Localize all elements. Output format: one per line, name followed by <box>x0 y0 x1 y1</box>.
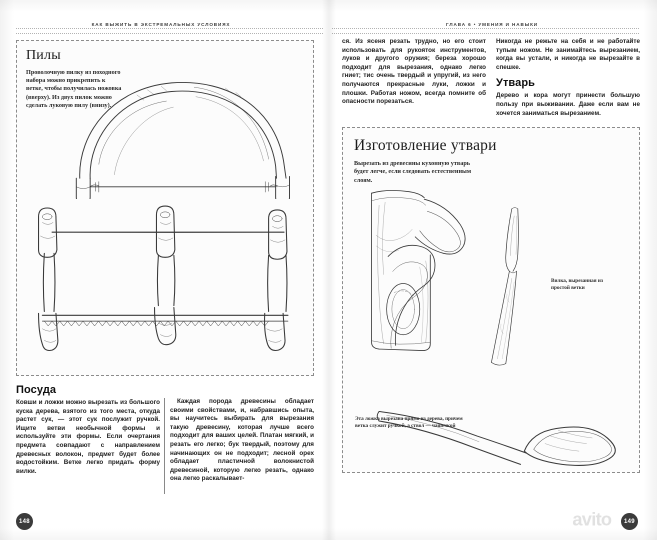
feature-box-utensils-title: Изготовление утвари <box>354 137 497 155</box>
right-page: ГЛАВА 6 • УМЕНИЯ И НАВЫКИ ся. Из ясеня р… <box>328 0 656 540</box>
caption-fork: Вилка, вырезанная из простой ветки <box>551 278 603 292</box>
right-column-2: Никогда не режьте на себя и не работайте… <box>496 38 640 118</box>
header-rule-bottom-right <box>332 33 640 34</box>
right-running-head: ГЛАВА 6 • УМЕНИЯ И НАВЫКИ <box>445 22 538 27</box>
feature-box-saws-text: Проволочную пилку из походного набора мо… <box>26 69 122 109</box>
carved-branch-illustration <box>371 190 466 352</box>
carved-fork-illustration <box>491 207 519 366</box>
feature-box-saws: Пилы Проволочную пилку из походного набо… <box>16 40 314 376</box>
right-column-2-text-2: Дерево и кора могут принести большую пол… <box>496 92 640 117</box>
left-page-number: 148 <box>16 513 33 530</box>
feature-box-saws-title: Пилы <box>26 48 61 63</box>
frame-saw-illustration <box>38 205 289 351</box>
left-column-2: Каждая порода древесины обладает своими … <box>170 384 314 484</box>
header-rule-top-right <box>332 28 640 29</box>
right-page-number: 149 <box>621 513 638 530</box>
feature-box-utensils: Изготовление утвари Вырезать из древесин… <box>342 127 640 474</box>
left-column-1-text: Ковши и ложки можно вырезать из большого… <box>16 399 160 475</box>
header-rule-bottom <box>16 33 324 34</box>
caption-spoon: Эта ложка вырезана прямо из дерева, прич… <box>355 416 463 430</box>
section-title-utvar: Утварь <box>496 77 536 90</box>
right-column-2-text: Никогда не режьте на себя и не работайте… <box>496 38 640 71</box>
right-column-1-text: ся. Из ясеня резать трудно, но его стоит… <box>342 38 486 106</box>
left-page-columns: Посуда Ковши и ложки можно вырезать из б… <box>16 384 314 494</box>
header-rule-top <box>16 28 324 29</box>
right-page-columns: ся. Из ясеня резать трудно, но его стоит… <box>342 38 640 118</box>
section-title-posuda: Посуда <box>16 384 57 396</box>
left-page: КАК ВЫЖИТЬ В ЭКСТРЕМАЛЬНЫХ УСЛОВИЯХ Пилы… <box>0 0 328 540</box>
right-column-1: ся. Из ясеня резать трудно, но его стоит… <box>342 38 486 118</box>
left-running-head: КАК ВЫЖИТЬ В ЭКСТРЕМАЛЬНЫХ УСЛОВИЯХ <box>91 22 231 27</box>
feature-box-utensils-text: Вырезать из древесины кухонную утварь бу… <box>354 160 472 184</box>
bow-saw-illustration <box>75 81 290 199</box>
left-column-1: Посуда Ковши и ложки можно вырезать из б… <box>16 384 160 484</box>
column-divider <box>164 398 165 494</box>
carved-spoon-illustration <box>376 411 616 467</box>
left-column-2-text: Каждая порода древесины обладает своими … <box>170 398 314 483</box>
